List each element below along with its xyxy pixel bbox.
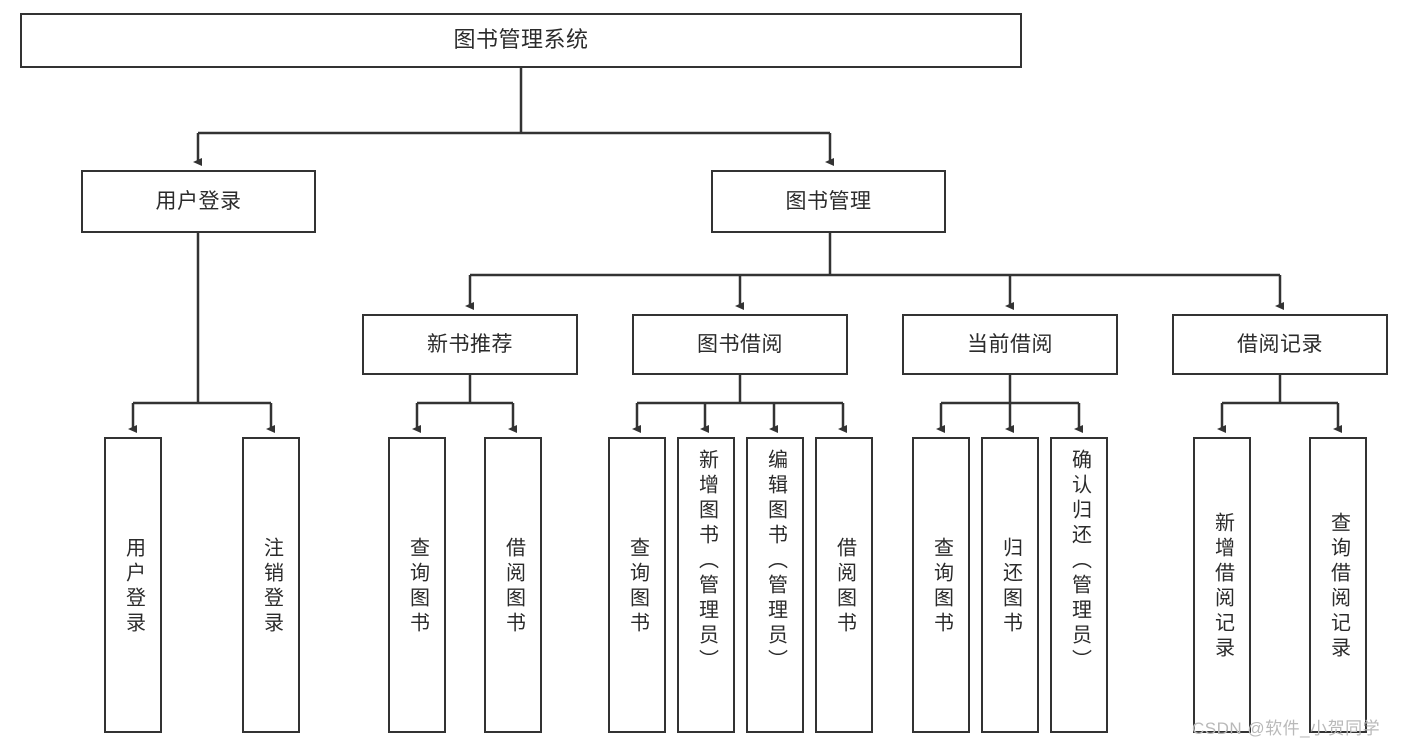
- node-user-login[interactable]: 用户登录: [81, 170, 316, 233]
- leaf-borrow-record-add[interactable]: 新增借阅记录: [1193, 437, 1251, 733]
- node-label: 借阅图书: [502, 537, 525, 637]
- node-borrow-record[interactable]: 借阅记录: [1172, 314, 1388, 375]
- leaf-current-borrow-query[interactable]: 查询图书: [912, 437, 970, 733]
- node-label: 查询图书: [930, 537, 953, 637]
- node-label: 新书推荐: [427, 332, 513, 356]
- node-label: 借阅记录: [1237, 332, 1323, 356]
- node-label: 注销登录: [260, 537, 283, 637]
- node-label: 当前借阅: [967, 332, 1053, 356]
- leaf-book-borrow-query[interactable]: 查询图书: [608, 437, 666, 733]
- leaf-user-login-signout[interactable]: 注销登录: [242, 437, 300, 733]
- leaf-new-book-query[interactable]: 查询图书: [388, 437, 446, 733]
- node-label: 编辑图书（管理员）: [764, 449, 787, 674]
- node-book-borrow[interactable]: 图书借阅: [632, 314, 848, 375]
- node-label: 确认归还（管理员）: [1068, 449, 1091, 674]
- node-label: 图书管理系统: [453, 27, 589, 53]
- node-label: 查询图书: [626, 537, 649, 637]
- node-label: 查询借阅记录: [1327, 512, 1350, 662]
- node-label: 用户登录: [122, 537, 145, 637]
- node-label: 用户登录: [155, 189, 242, 213]
- node-current-borrow[interactable]: 当前借阅: [902, 314, 1118, 375]
- node-new-book-recommend[interactable]: 新书推荐: [362, 314, 578, 375]
- leaf-book-borrow-lend[interactable]: 借阅图书: [815, 437, 873, 733]
- csdn-watermark: CSDN @软件_小贺同学: [1192, 719, 1381, 738]
- node-label: 查询图书: [406, 537, 429, 637]
- leaf-borrow-record-query[interactable]: 查询借阅记录: [1309, 437, 1367, 733]
- node-label: 图书管理: [785, 189, 872, 213]
- node-root-system[interactable]: 图书管理系统: [20, 13, 1022, 68]
- node-label: 归还图书: [999, 537, 1022, 637]
- leaf-current-borrow-confirm-return[interactable]: 确认归还（管理员）: [1050, 437, 1108, 733]
- node-book-management[interactable]: 图书管理: [711, 170, 946, 233]
- node-label: 图书借阅: [697, 332, 783, 356]
- leaf-current-borrow-return[interactable]: 归还图书: [981, 437, 1039, 733]
- leaf-book-borrow-add[interactable]: 新增图书（管理员）: [677, 437, 735, 733]
- leaf-new-book-borrow[interactable]: 借阅图书: [484, 437, 542, 733]
- leaf-book-borrow-edit[interactable]: 编辑图书（管理员）: [746, 437, 804, 733]
- node-label: 新增图书（管理员）: [695, 449, 718, 674]
- node-label: 借阅图书: [833, 537, 856, 637]
- node-label: 新增借阅记录: [1211, 512, 1234, 662]
- leaf-user-login-signin[interactable]: 用户登录: [104, 437, 162, 733]
